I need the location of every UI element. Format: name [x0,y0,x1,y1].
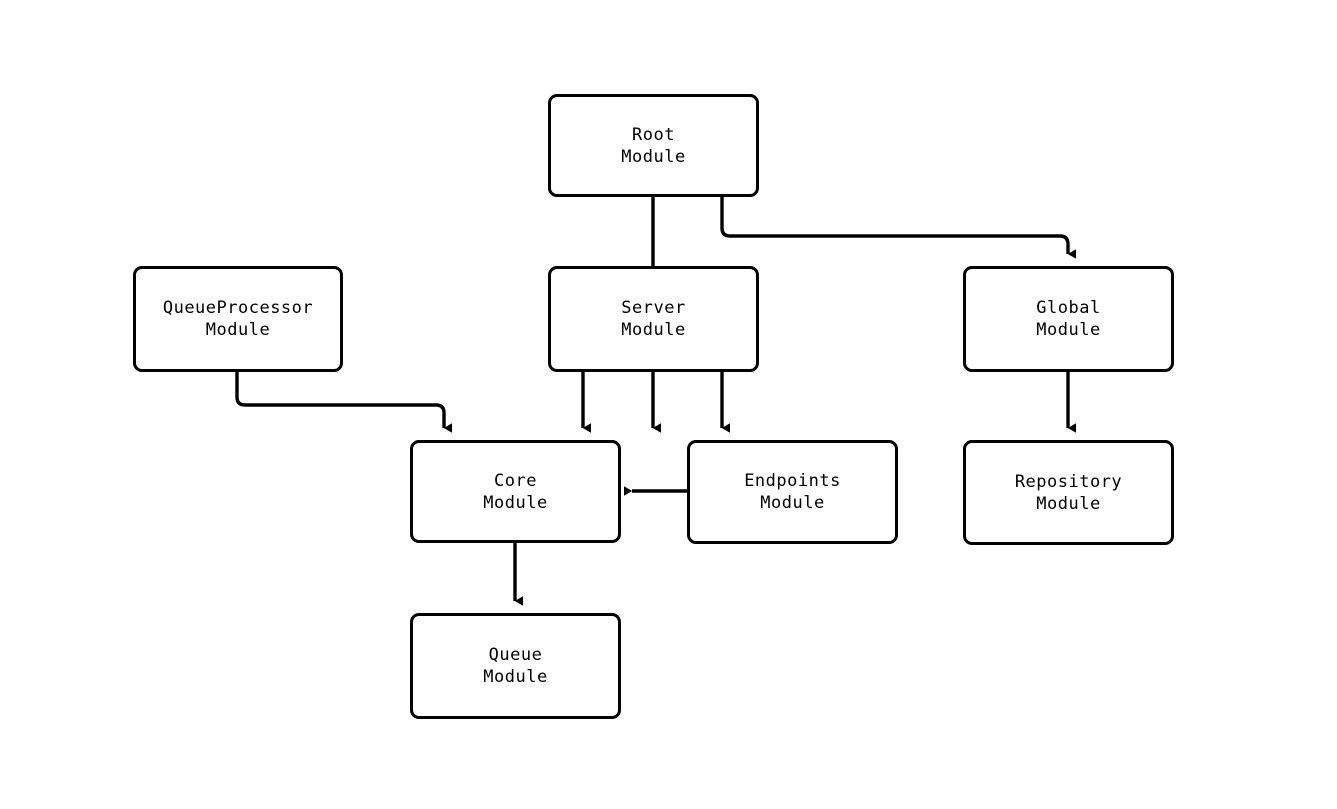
node-queueprocessor-module[interactable]: QueueProcessor Module [133,266,343,372]
node-repository-module-kind: Module [1036,493,1101,514]
node-queueprocessor-module-name: QueueProcessor [162,298,314,318]
node-root-module[interactable]: Root Module [548,94,759,197]
node-queue-module-name: Queue [488,645,543,665]
node-root-module-name: Root [632,124,675,145]
edge-queueprocessor-to-core [235,372,452,433]
node-queue-module-kind: Module [483,667,548,687]
node-queueprocessor-module-kind: Module [205,320,271,340]
node-global-module-name: Global [1036,298,1101,318]
node-server-module[interactable]: Server Module [548,266,759,372]
node-core-module-kind: Module [483,492,548,513]
node-global-module[interactable]: Global Module [963,266,1174,372]
node-repository-module[interactable]: Repository Module [963,440,1174,545]
node-endpoints-module[interactable]: Endpoints Module [687,440,898,544]
node-endpoints-module-name: Endpoints [744,471,841,491]
node-queue-module[interactable]: Queue Module [410,613,621,719]
node-repository-module-name: Repository [1014,471,1123,492]
node-server-module-kind: Module [621,320,686,340]
node-root-module-kind: Module [621,146,686,167]
node-server-module-name: Server [621,298,686,318]
node-core-module-name: Core [494,470,537,491]
node-core-module[interactable]: Core Module [410,440,621,543]
node-global-module-kind: Module [1036,320,1101,340]
node-endpoints-module-kind: Module [760,493,825,513]
edge-root-to-global [720,197,1076,259]
